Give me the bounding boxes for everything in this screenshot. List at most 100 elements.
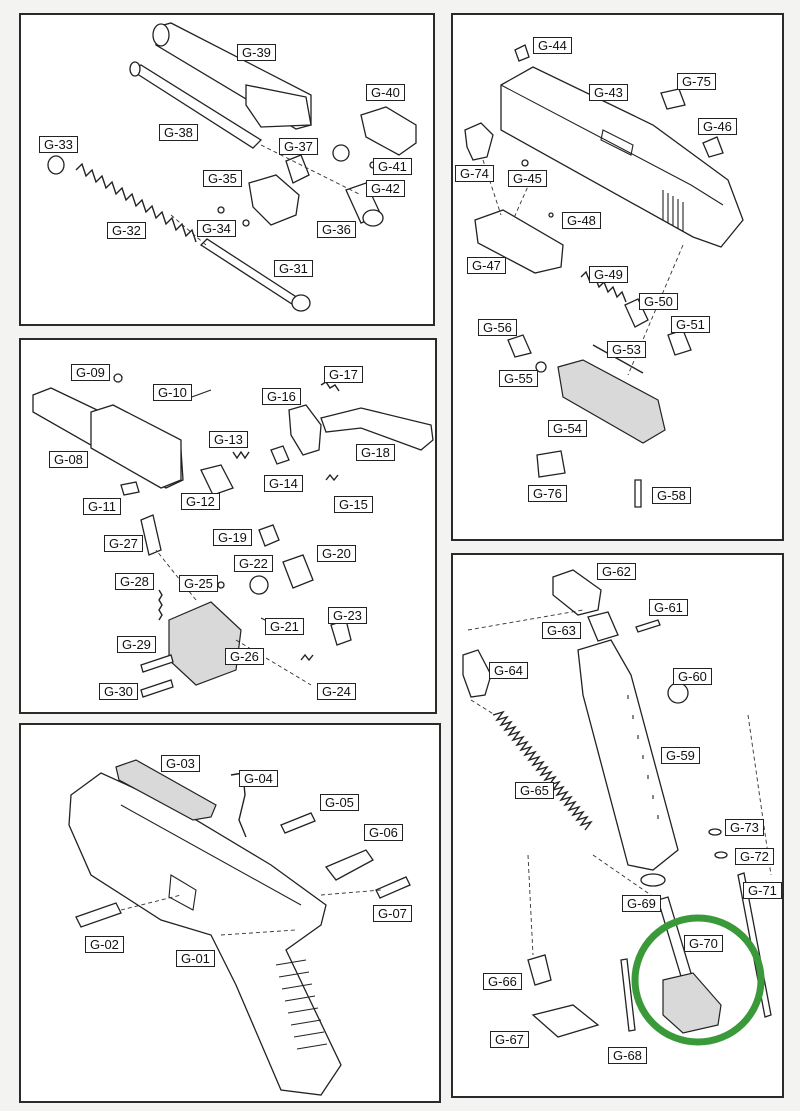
label-g28: G-28 [115, 573, 154, 590]
magazine-floor-plate-part [531, 1004, 600, 1038]
label-g30: G-30 [99, 683, 138, 700]
magazine-follower-part [462, 649, 492, 698]
label-g25: G-25 [179, 575, 218, 592]
label-g05: G-05 [320, 794, 359, 811]
label-g14: G-14 [264, 475, 303, 492]
trigger-lever-part [200, 464, 234, 496]
label-g04: G-04 [239, 770, 278, 787]
label-g20: G-20 [317, 545, 356, 562]
slide-plate-part [660, 88, 686, 110]
label-g43: G-43 [589, 84, 628, 101]
label-g08: G-08 [49, 451, 88, 468]
hammer-part [258, 524, 280, 547]
label-g10: G-10 [153, 384, 192, 401]
label-g64: G-64 [489, 662, 528, 679]
label-g72: G-72 [735, 848, 774, 865]
ejector-housing-part [90, 404, 182, 489]
front-sight-part [514, 44, 530, 62]
label-g63: G-63 [542, 622, 581, 639]
rear-sight-part [702, 136, 724, 158]
label-g76: G-76 [528, 485, 567, 502]
label-g19: G-19 [213, 529, 252, 546]
trigger-bar-part [320, 407, 434, 451]
locking-block-clip-part [285, 154, 310, 184]
nozzle-valve-part [624, 298, 649, 328]
spring-guide-cap-part [47, 155, 65, 175]
frame-group-panel: G-03 G-04 G-05 G-06 G-07 G-02 G-01 [19, 723, 441, 1103]
label-g74: G-74 [455, 165, 494, 182]
label-g59: G-59 [661, 747, 700, 764]
label-g21: G-21 [265, 618, 304, 635]
label-g07: G-07 [373, 905, 412, 922]
label-g54: G-54 [548, 420, 587, 437]
label-g42: G-42 [366, 180, 405, 197]
label-g55: G-55 [499, 370, 538, 387]
hopup-bucking-part [332, 144, 350, 162]
barrel-group-panel: G-39 G-40 G-38 G-37 G-33 G-41 G-35 G-42 … [19, 13, 435, 326]
trigger-group-panel: G-09 G-17 G-10 G-16 G-13 G-08 G-18 G-14 … [19, 338, 437, 714]
extractor-part [464, 122, 494, 161]
label-g49: G-49 [589, 266, 628, 283]
label-g18: G-18 [356, 444, 395, 461]
label-g71: G-71 [743, 882, 782, 899]
slide-lock-lever-part [324, 849, 374, 881]
sear-part [288, 404, 322, 456]
blowback-nozzle-part [474, 209, 564, 274]
label-g34: G-34 [197, 220, 236, 237]
label-g11: G-11 [83, 498, 121, 515]
magazine-spring-part [492, 710, 593, 831]
label-g56: G-56 [478, 319, 517, 336]
slide-pin-part [667, 329, 692, 356]
magazine-base-part [662, 972, 722, 1034]
label-g70: G-70 [684, 935, 723, 952]
label-g65: G-65 [515, 782, 554, 799]
magazine-lip-part [552, 569, 602, 616]
magazine-body-part [577, 639, 679, 871]
recoil-spring-part [75, 162, 197, 243]
label-g22: G-22 [234, 555, 273, 572]
label-g51: G-51 [671, 316, 710, 333]
slide-stop-part [75, 902, 122, 928]
label-g26: G-26 [225, 648, 264, 665]
label-g69: G-69 [622, 895, 661, 912]
label-g15: G-15 [334, 496, 373, 513]
label-g32: G-32 [107, 222, 146, 239]
label-g23: G-23 [328, 607, 367, 624]
firing-pin-block-part [536, 450, 566, 478]
magazine-group-panel: G-62 G-61 G-63 G-64 G-60 G-59 G-65 G-73 … [451, 553, 784, 1098]
barrel-group-drawing [47, 22, 417, 312]
slide-group-panel: G-44 G-43 G-75 G-46 G-74 G-45 G-48 G-47 … [451, 13, 784, 541]
label-g03: G-03 [161, 755, 200, 772]
label-g60: G-60 [673, 668, 712, 685]
barrel-part [152, 22, 312, 130]
hopup-chamber-part [360, 106, 417, 156]
hopup-rubber-part [345, 182, 384, 227]
label-g09: G-09 [71, 364, 110, 381]
label-g39: G-39 [237, 44, 276, 61]
label-g50: G-50 [639, 293, 678, 310]
locking-block-part [248, 174, 300, 226]
trigger-part [140, 514, 162, 556]
label-g67: G-67 [490, 1031, 529, 1048]
label-g41: G-41 [373, 158, 412, 175]
label-g73: G-73 [725, 819, 764, 836]
label-g01: G-01 [176, 950, 215, 967]
frame-group-drawing [68, 759, 411, 1096]
trigger-housing-part [168, 601, 242, 686]
slide-part [500, 66, 744, 248]
label-g36: G-36 [317, 221, 356, 238]
label-g16: G-16 [262, 388, 301, 405]
label-g27: G-27 [104, 535, 143, 552]
screw-part [634, 479, 642, 508]
label-g31: G-31 [274, 260, 313, 277]
label-g44: G-44 [533, 37, 572, 54]
hammer-assembly-part [282, 554, 314, 589]
label-g02: G-02 [85, 936, 124, 953]
label-g29: G-29 [117, 636, 156, 653]
label-g12: G-12 [181, 493, 220, 510]
label-g68: G-68 [608, 1047, 647, 1064]
locking-block-part [115, 759, 217, 821]
label-g38: G-38 [159, 124, 198, 141]
slide-group-drawing [464, 44, 744, 508]
label-g06: G-06 [364, 824, 403, 841]
